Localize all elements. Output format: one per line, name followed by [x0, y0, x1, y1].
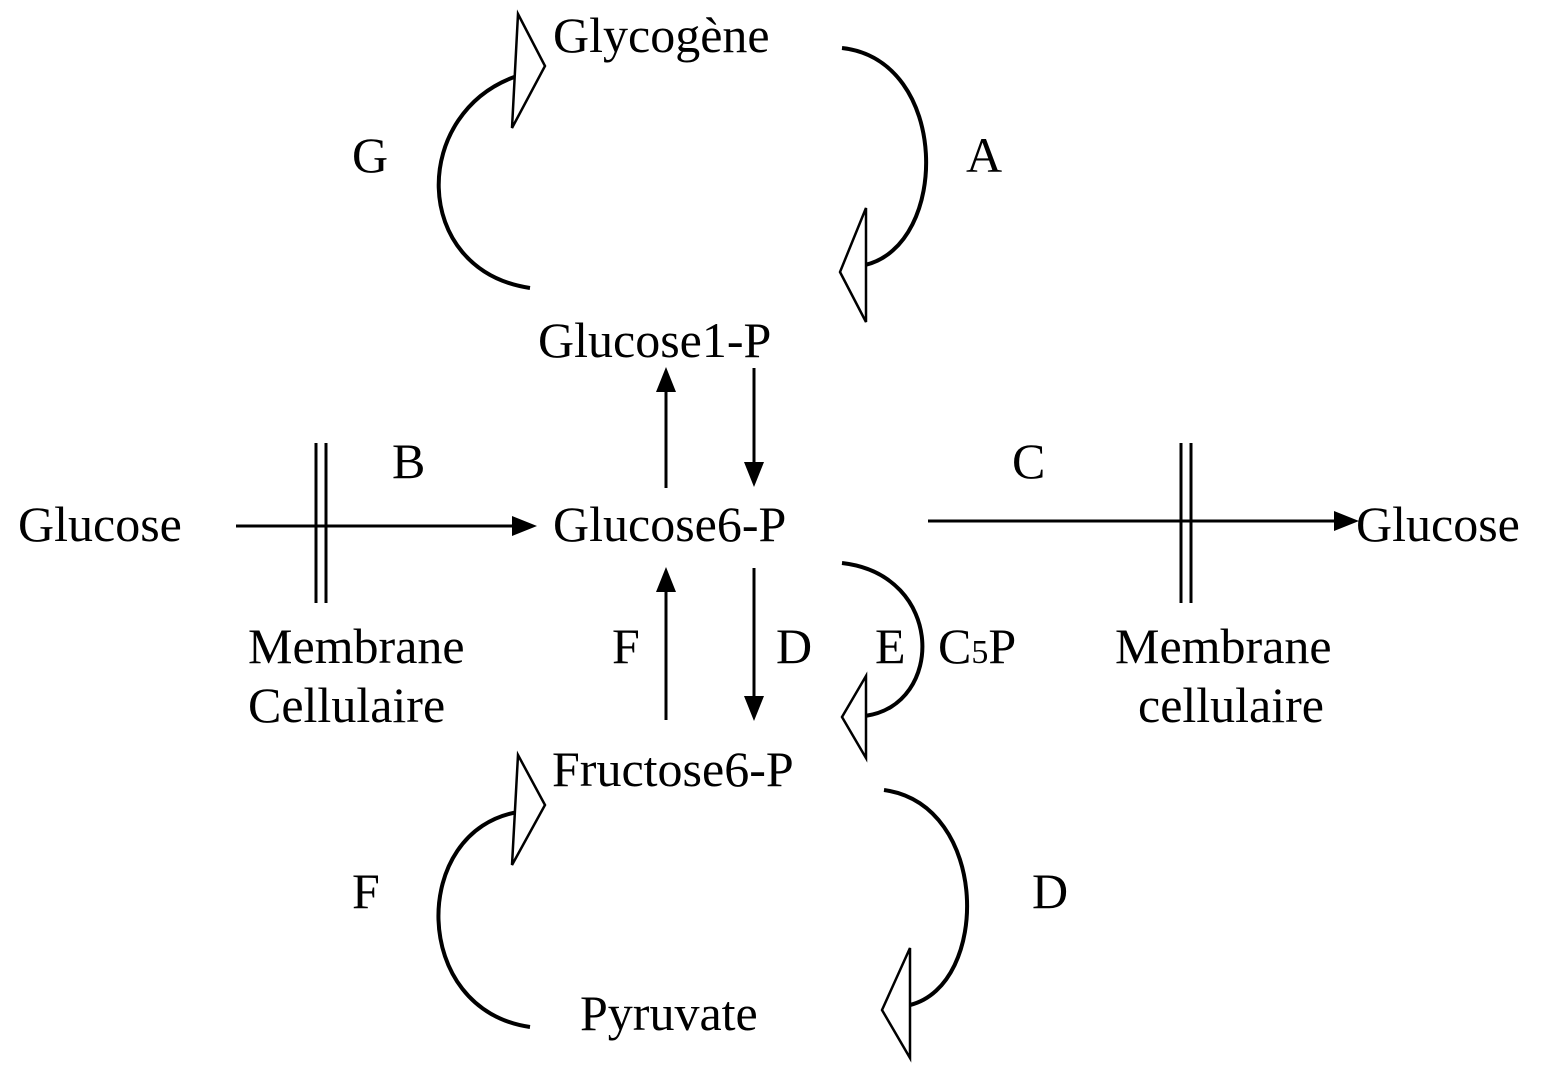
membrane-right — [1179, 443, 1193, 603]
c5p-prefix: C — [938, 618, 971, 674]
glucose1p-label: Glucose1-P — [538, 312, 771, 368]
pathway-f-mid-label: F — [612, 618, 640, 674]
arrow-d-glycolysis — [880, 788, 970, 1063]
fructose6p-label: Fructose6-P — [552, 741, 794, 797]
glycogene-label: Glycogène — [553, 7, 770, 63]
membrane-left-line1: Membrane — [248, 618, 465, 674]
glucose-released-label: Glucose — [1356, 496, 1520, 552]
pathway-b-label: B — [392, 433, 425, 489]
arrow-b-glucose-to-glucose6p — [236, 516, 537, 536]
membrane-right-line2: cellulaire — [1138, 677, 1324, 733]
pathway-e-label: E — [875, 618, 906, 674]
pathway-c-label: C — [1012, 433, 1045, 489]
membrane-left-line2: Cellulaire — [248, 677, 445, 733]
arrow-up-glucose6p-to-glucose1p — [656, 367, 676, 488]
pathway-g-label: G — [352, 127, 388, 183]
arrow-g-glycogenesis — [436, 9, 547, 290]
pathway-f-low-label: F — [352, 863, 380, 919]
glucose6p-label: Glucose6-P — [553, 496, 786, 552]
arrow-down-glucose1p-to-glucose6p — [744, 368, 764, 487]
glucose-extracellular-label: Glucose — [18, 496, 182, 552]
arrow-f-fructose6p-to-glucose6p — [656, 567, 676, 720]
arrow-d-glucose6p-to-fructose6p — [744, 568, 764, 721]
membrane-right-line1: Membrane — [1115, 618, 1332, 674]
arrow-e-pentose-loop — [840, 561, 925, 763]
pathway-d-low-label: D — [1032, 863, 1068, 919]
arrow-a-glycogenolysis — [838, 46, 929, 323]
c5p-suffix: P — [988, 618, 1016, 674]
c5p-label: C5P — [938, 618, 1016, 674]
pyruvate-label: Pyruvate — [580, 985, 758, 1041]
pathway-d-mid-label: D — [776, 618, 812, 674]
pathway-a-label: A — [966, 127, 1002, 183]
membrane-left — [314, 443, 328, 603]
c5p-subscript: 5 — [971, 634, 988, 671]
arrow-c-glucose6p-to-glucose — [928, 511, 1359, 531]
arrow-f-gluconeogenesis — [436, 750, 547, 1029]
